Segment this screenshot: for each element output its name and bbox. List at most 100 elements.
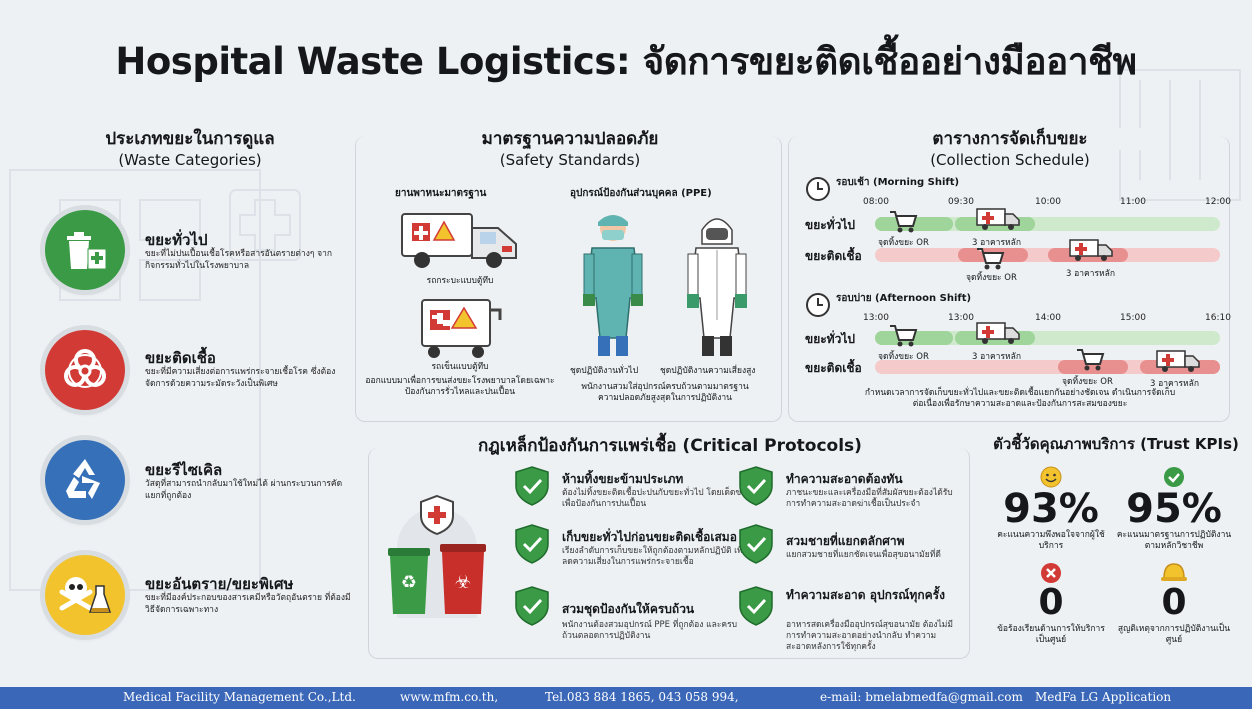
safety-subtitle: (Safety Standards) <box>499 151 641 169</box>
check-shield-icon <box>515 524 549 564</box>
morning-shift-label: รอบเช้า (Morning Shift) <box>836 177 960 188</box>
category-desc: ขยะที่ไม่ปนเปื้อนเชื้อโรคหรือสารอันตรายต… <box>145 249 333 271</box>
ppe-heading: อุปกรณ์ป้องกันส่วนบุคคล (PPE) <box>570 188 712 199</box>
afternoon-shift-label: รอบบ่าย (Afternoon Shift) <box>836 293 972 304</box>
protocols-title: กฎเหล็กป้องกันการแพร่เชื้อ (Critical Pro… <box>440 432 900 459</box>
biohazard-icon <box>64 349 106 388</box>
footer-app: MedFa LG Application <box>1035 690 1172 704</box>
category-desc: ขยะที่มีความเสี่ยงต่อการแพร่กระจายเชื้อโ… <box>145 367 336 389</box>
footer-email[interactable]: e-mail: bmelabmedfa@gmail.com <box>820 690 1023 704</box>
footer-phone: Tel.083 884 1865, 043 058 994, <box>545 690 739 704</box>
x-circle-icon <box>1041 563 1061 583</box>
high-risk-ppe-worker-icon <box>687 218 747 356</box>
time-tick: 13:00 <box>948 313 974 323</box>
time-tick: 12:00 <box>1205 197 1231 207</box>
cart-icon <box>890 325 918 347</box>
check-shield-icon <box>739 466 773 506</box>
protocol-title: สวมชายที่แยกตลักศาพ <box>786 534 905 548</box>
check-shield-icon <box>739 524 773 564</box>
stop-label: จุดทิ้งขยะ OR <box>1062 377 1113 387</box>
protocol-desc: พนักงานต้องสวมอุปกรณ์ PPE ที่ถูกต้อง และ… <box>562 620 738 641</box>
time-tick: 15:00 <box>1120 313 1146 323</box>
stop-label: 3 อาคารหลัก <box>1150 379 1199 389</box>
recycle-icon <box>66 459 100 499</box>
recycle-waste-badge <box>45 440 125 520</box>
kpis-title: ตัวชี้วัดคุณภาพบริการ (Trust KPIs) <box>993 435 1239 453</box>
stop-label: 3 อาคารหลัก <box>972 352 1021 362</box>
cart-caption: รถเข็นแบบตู้ทึบ <box>431 362 489 372</box>
cart-icon <box>977 248 1005 270</box>
svg-text:☣: ☣ <box>455 572 471 593</box>
schedule-panel <box>788 136 1230 422</box>
protocol-title: ห้ามทิ้งขยะข้ามประเภท <box>562 472 684 486</box>
cart-icon <box>890 211 918 233</box>
infectious-row-label: ขยะติดเชื้อ <box>805 249 862 263</box>
kpi-value: 93% <box>1003 486 1099 532</box>
cart-icon <box>1077 349 1105 371</box>
time-tick: 13:00 <box>863 313 889 323</box>
protocol-desc: อาหารสดเครื่องมืออุปกรณ์สุขอนามัย ต้องไม… <box>786 620 953 652</box>
infectious-row-label: ขยะติดเชื้อ <box>805 361 862 375</box>
general-row-label: ขยะทั่วไป <box>805 218 855 232</box>
kpi-label: คะแนนความพึงพอใจจากผู้ใช้บริการ <box>997 530 1105 551</box>
safety-panel <box>355 136 782 422</box>
stop-label: จุดทิ้งขยะ OR <box>878 352 929 362</box>
category-title: ขยะรีไซเคิล <box>145 461 223 479</box>
svg-text:♻: ♻ <box>401 572 417 593</box>
hazardous-waste-badge <box>45 555 125 635</box>
waste-bins-illustration: ♻ ☣ <box>388 494 486 618</box>
category-desc: ขยะที่มีองค์ประกอบของสารเคมีหรือวัตถุอัน… <box>145 593 351 615</box>
protocol-desc: แยกสวมชายที่แยกชัดเจนเพื่อสุขอนามัยที่ดี <box>786 550 941 560</box>
time-tick: 11:00 <box>1120 197 1146 207</box>
page-title: Hospital Waste Logistics: จัดการขยะติดเช… <box>115 40 1137 83</box>
clock-icon <box>806 293 830 317</box>
time-tick: 14:00 <box>1035 313 1061 323</box>
general-ppe-worker-icon <box>583 215 643 356</box>
vehicle-heading: ยานพาหนะมาตรฐาน <box>395 188 487 199</box>
protocol-title: ทำความสะอาดต้องทัน <box>786 472 903 486</box>
general-row-label: ขยะทั่วไป <box>805 332 855 346</box>
infectious-track <box>875 360 1220 374</box>
category-desc: วัสดุที่สามารถนำกลับมาใช้ใหม่ได้ ผ่านกระ… <box>145 479 343 501</box>
stop-label: 3 อาคารหลัก <box>1066 269 1115 279</box>
truck-icon <box>1156 350 1200 372</box>
ppe-general-caption: ชุดปฏิบัติงานทั่วไป <box>570 366 639 376</box>
footer-bar: Medical Facility Management Co.,Ltd. www… <box>0 687 1252 709</box>
protocol-title: ทำความสะอาด อุปกรณ์ทุกครั้ง <box>786 588 945 602</box>
kpi-value: 0 <box>1038 582 1064 623</box>
protocols-panel <box>368 448 970 659</box>
time-tick: 09:30 <box>948 197 974 207</box>
infectious-waste-badge <box>45 330 125 410</box>
stop-label: จุดทิ้งขยะ OR <box>966 273 1017 283</box>
safety-title: มาตรฐานความปลอดภัย <box>420 128 720 150</box>
schedule-subtitle: (Collection Schedule) <box>930 151 1090 169</box>
time-tick: 08:00 <box>863 197 889 207</box>
categories-subtitle: (Waste Categories) <box>118 151 262 169</box>
kpi-label: คะแนนมาตรฐานการปฏิบัติงานตามหลักวิชาชีพ <box>1116 530 1232 551</box>
protocol-title: สวมชุดป้องกันให้ครบถ้วน <box>562 602 695 616</box>
category-title: ขยะอันตราย/ขยะพิเศษ <box>145 575 294 593</box>
time-tick: 10:00 <box>1035 197 1061 207</box>
enclosed-cart-icon <box>421 299 502 358</box>
infectious-slot-bar <box>1058 360 1128 374</box>
footer-website[interactable]: www.mfm.co.th, <box>400 690 499 704</box>
truck-icon <box>976 208 1020 230</box>
kpi-value: 0 <box>1161 582 1187 623</box>
clock-icon <box>806 177 830 201</box>
time-tick: 16:10 <box>1205 313 1231 323</box>
general-waste-badge <box>45 210 125 290</box>
check-circle-icon <box>1164 467 1184 487</box>
enclosed-truck-icon <box>401 213 517 268</box>
stop-label: 3 อาคารหลัก <box>972 238 1021 248</box>
protocol-desc: เรียงลำดับการเก็บขยะให้ถูกต้องตามหลักปฏิ… <box>562 546 748 567</box>
category-title: ขยะติดเชื้อ <box>145 349 216 367</box>
category-title: ขยะทั่วไป <box>145 231 208 249</box>
ppe-desc: พนักงานสวมใส่อุปกรณ์ครบถ้วนตามมาตรฐาน คว… <box>581 382 749 403</box>
kpi-value: 95% <box>1126 486 1222 532</box>
schedule-title: ตารางการจัดเก็บขยะ <box>860 128 1160 150</box>
categories-title: ประเภทขยะในการดูแล <box>105 129 275 149</box>
stop-label: จุดทิ้งขยะ OR <box>878 238 929 248</box>
protocol-desc: ภาชนะขยะและเครื่องมือที่สัมผัสขยะต้องได้… <box>786 488 953 509</box>
truck-caption: รถกระบะแบบตู้ทึบ <box>426 276 494 286</box>
kpi-label: ข้อร้องเรียนด้านการให้บริการเป็นศูนย์ <box>997 624 1105 645</box>
